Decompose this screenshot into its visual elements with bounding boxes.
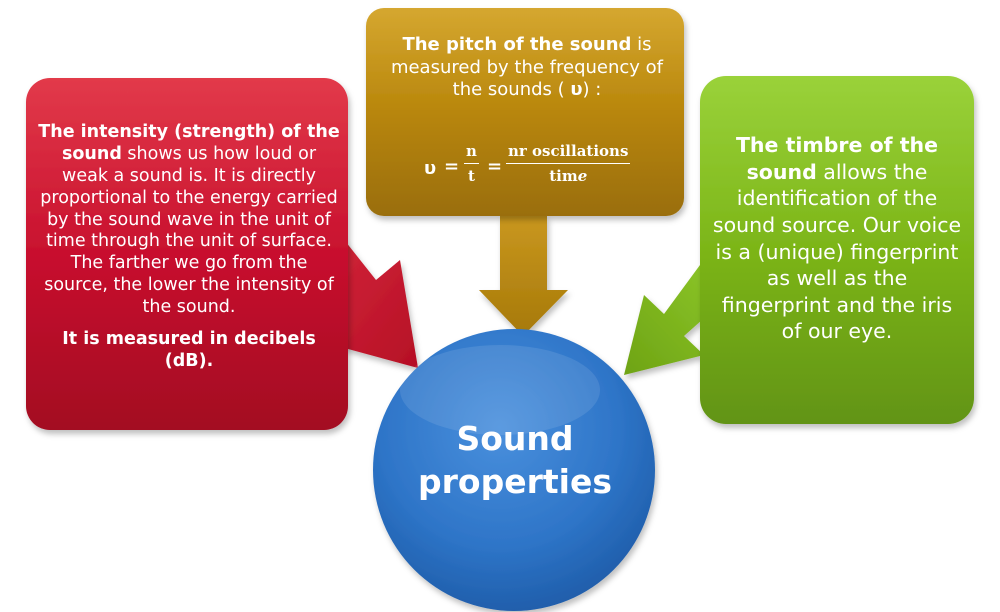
formula-fraction-2-numerator: nr oscillations <box>506 142 631 164</box>
pitch-body-end: ) : <box>582 79 602 100</box>
intensity-measure: It is measured in decibels (dB). <box>62 328 316 371</box>
center-label: Sound properties <box>418 419 612 501</box>
formula-lhs: υ <box>424 158 437 179</box>
arrow-gold <box>479 216 568 336</box>
formula-den-part-a: tim <box>549 167 578 185</box>
timbre-body: allows the identification of the sound s… <box>712 159 962 344</box>
intensity-box-shape <box>26 78 348 430</box>
formula-fraction-2-denominator: time <box>506 164 630 185</box>
intensity-title: The intensity (strength) of the sound <box>38 122 340 164</box>
formula-fraction-1-numerator: n <box>464 142 479 164</box>
formula-den-part-b: e <box>577 167 588 185</box>
formula-equals-1: = <box>444 156 460 177</box>
pitch-body: is measured by the frequency of the soun… <box>390 34 664 100</box>
pitch-symbol: υ <box>570 79 583 100</box>
timbre-description: The timbre of the sound allows the ident… <box>712 132 962 345</box>
formula-equals-2: = <box>487 156 503 177</box>
formula-fraction-1: n t <box>464 142 479 185</box>
timbre-box: The timbre of the sound allows the ident… <box>712 132 962 351</box>
pitch-box: The pitch of the sound is measured by th… <box>378 34 676 108</box>
pitch-description: The pitch of the sound is measured by th… <box>378 34 676 102</box>
intensity-box: The intensity (strength) of the sound sh… <box>38 122 340 379</box>
pitch-title: The pitch of the sound <box>402 34 632 55</box>
timbre-title: The timbre of the sound <box>735 133 939 184</box>
intensity-body: shows us how loud or weak a sound is. It… <box>40 143 338 317</box>
pitch-box-shape <box>366 8 684 216</box>
formula-fraction-2: nr oscillations time <box>506 142 631 185</box>
intensity-measure-line: It is measured in decibels (dB). <box>38 329 340 373</box>
intensity-description: The intensity (strength) of the sound sh… <box>38 122 340 319</box>
formula-fraction-1-denominator: t <box>467 167 475 185</box>
center-circle-shape <box>373 329 655 611</box>
timbre-box-shape <box>700 76 974 424</box>
